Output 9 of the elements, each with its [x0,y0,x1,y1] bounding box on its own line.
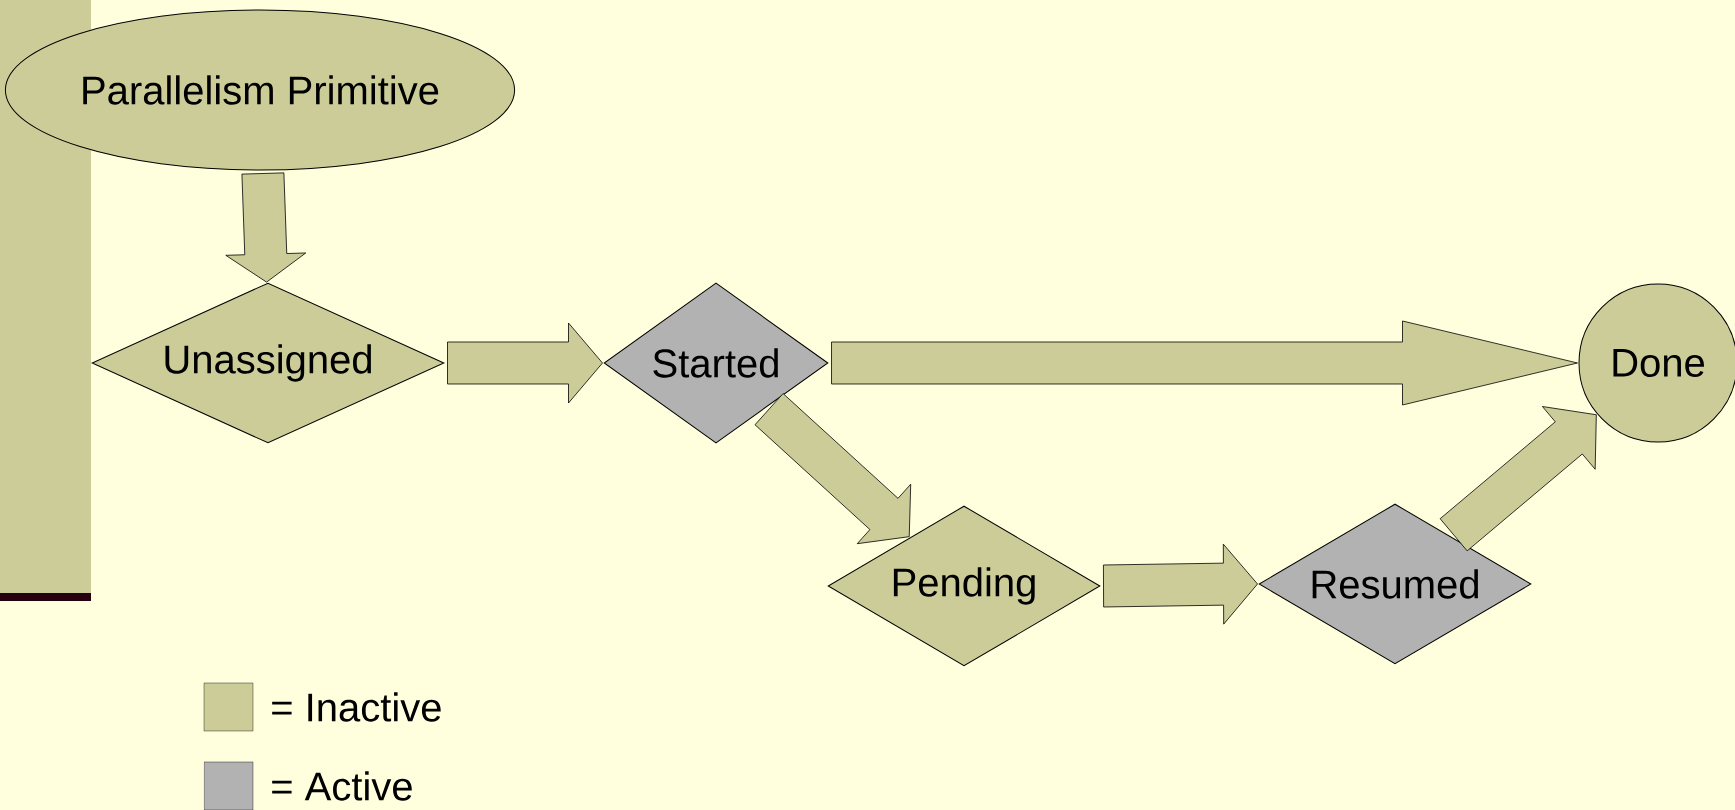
block-arrow [1439,406,1597,552]
block-arrow [447,322,603,404]
block-arrow [1103,543,1258,625]
legend-label: = Inactive [272,692,441,722]
legend-label: = Active [272,771,412,801]
block-arrow [225,172,307,283]
ellipse-node: Parallelism Primitive [4,9,516,171]
block-arrow [831,320,1578,406]
block-arrow [754,393,912,545]
